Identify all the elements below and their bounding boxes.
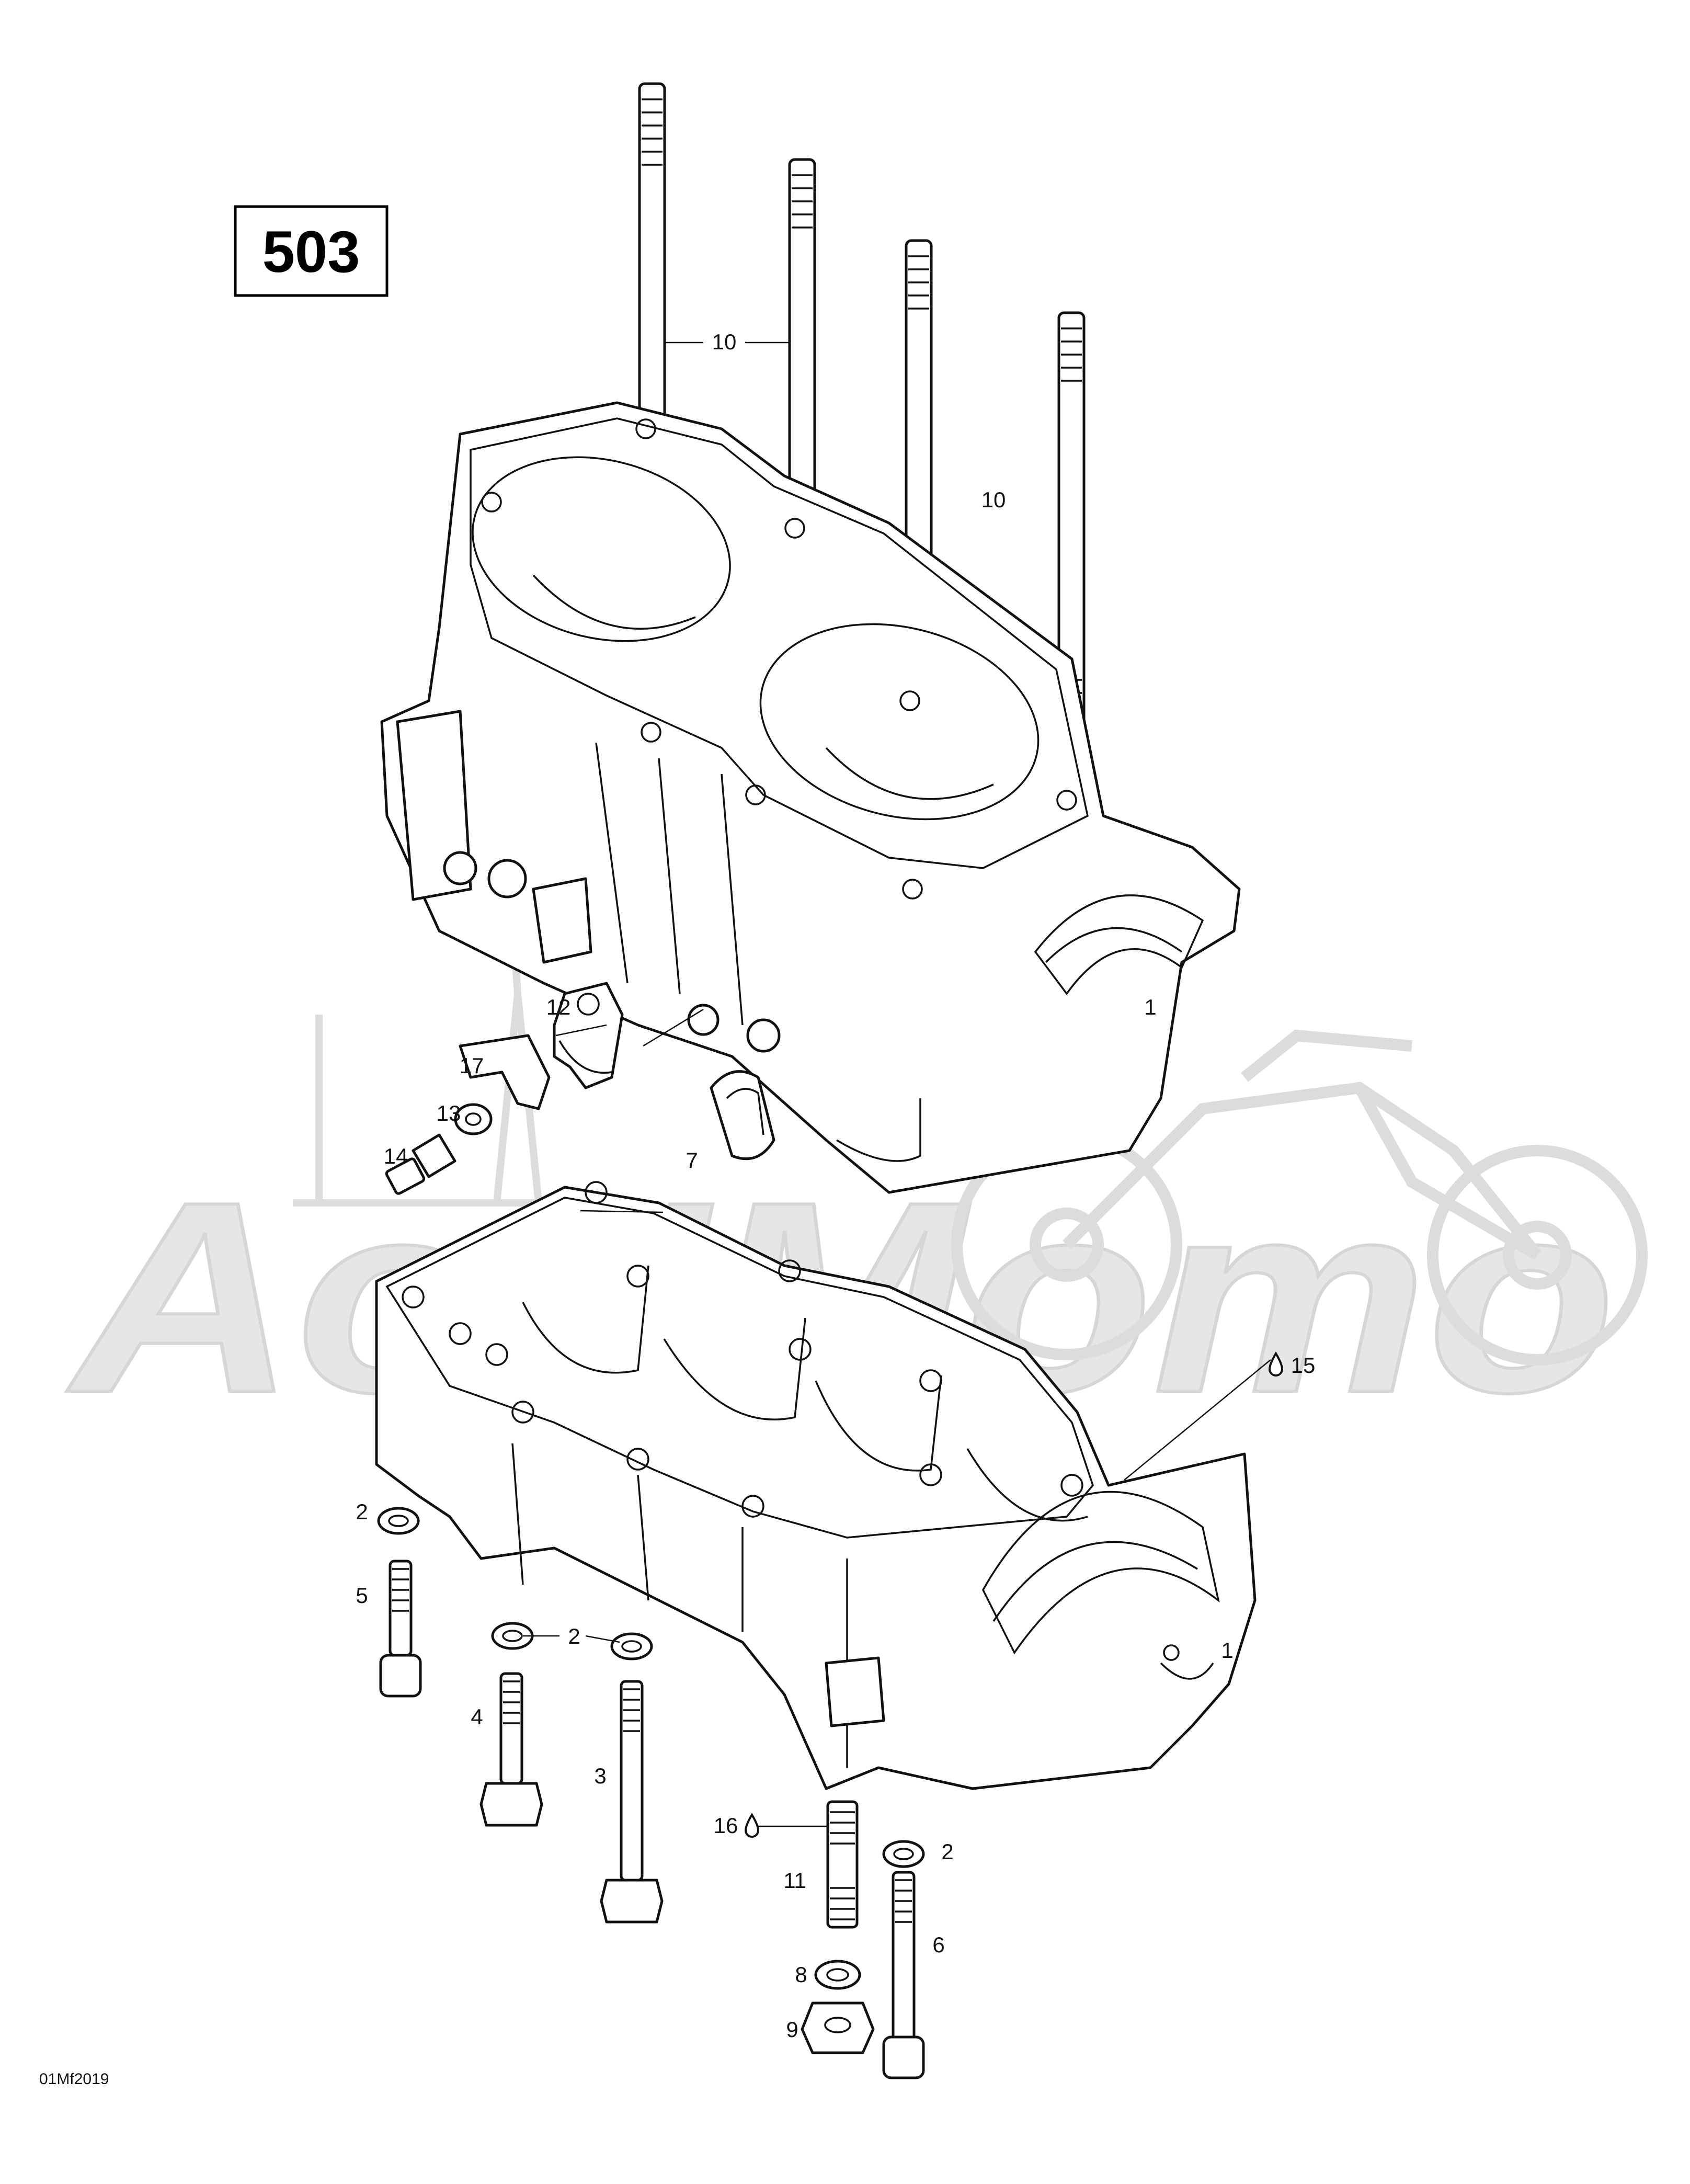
svg-text:15: 15: [1291, 1353, 1316, 1378]
cap-screw-5: [379, 1560, 422, 1698]
callout-13: 13: [437, 1101, 461, 1125]
washer-2d: [882, 1840, 925, 1868]
callout-2c: 2: [941, 1839, 953, 1864]
bracket-12: [553, 982, 624, 1089]
callout-17: 17: [460, 1053, 484, 1078]
model-badge-label: 503: [262, 219, 360, 285]
washer-2c: [610, 1632, 653, 1660]
callout-1-upper: 1: [1144, 995, 1156, 1019]
washer-2a: [377, 1507, 420, 1535]
callout-9: 9: [786, 2017, 798, 2042]
callout-3: 3: [594, 1764, 606, 1788]
model-badge: 503: [234, 205, 389, 297]
callout-16: 16: [714, 1813, 760, 1838]
cap-screw-6: [882, 1871, 925, 2079]
callout-10b: 10: [981, 487, 1006, 512]
callout-12: 12: [546, 995, 571, 1019]
small-parts: [385, 982, 775, 1195]
callout-2b: 2: [568, 1624, 580, 1648]
leader-lines: [523, 342, 1271, 1827]
drop-icon: [744, 1813, 760, 1838]
drawing-code: 01Mf2019: [39, 2071, 109, 2088]
bolt-14: [385, 1133, 456, 1195]
callout-11: 11: [783, 1868, 806, 1893]
callout-15: 15: [1268, 1351, 1316, 1378]
plate-17: [459, 1034, 551, 1110]
fasteners: [377, 1507, 925, 2079]
washer-13: [454, 1103, 493, 1135]
nut-9: [801, 2001, 875, 2054]
callout-6: 6: [932, 1932, 944, 1957]
svg-text:16: 16: [714, 1813, 738, 1838]
hex-bolt-4: [479, 1672, 543, 1827]
callout-2a: 2: [356, 1499, 368, 1524]
callout-1-lower: 1: [1221, 1638, 1233, 1663]
callout-10a: 10: [712, 329, 737, 354]
callouts: 10 10 1 12 17 13 14 7 15 2 5 2 1 4 3 16 …: [356, 329, 1315, 2042]
lower-crankcase: [375, 1181, 1257, 1790]
drop-icon: [1268, 1351, 1284, 1377]
model-badge-frame: [234, 205, 389, 297]
callout-8: 8: [795, 1962, 807, 1987]
motorcycle-logo-icon: [951, 1029, 1648, 1366]
washer-8: [814, 1960, 861, 1990]
callout-7: 7: [686, 1148, 698, 1173]
callout-5: 5: [356, 1583, 368, 1608]
stud-11: [826, 1800, 859, 1929]
callout-4: 4: [471, 1704, 483, 1729]
hex-bolt-3: [600, 1680, 664, 1924]
callout-14: 14: [384, 1144, 408, 1168]
